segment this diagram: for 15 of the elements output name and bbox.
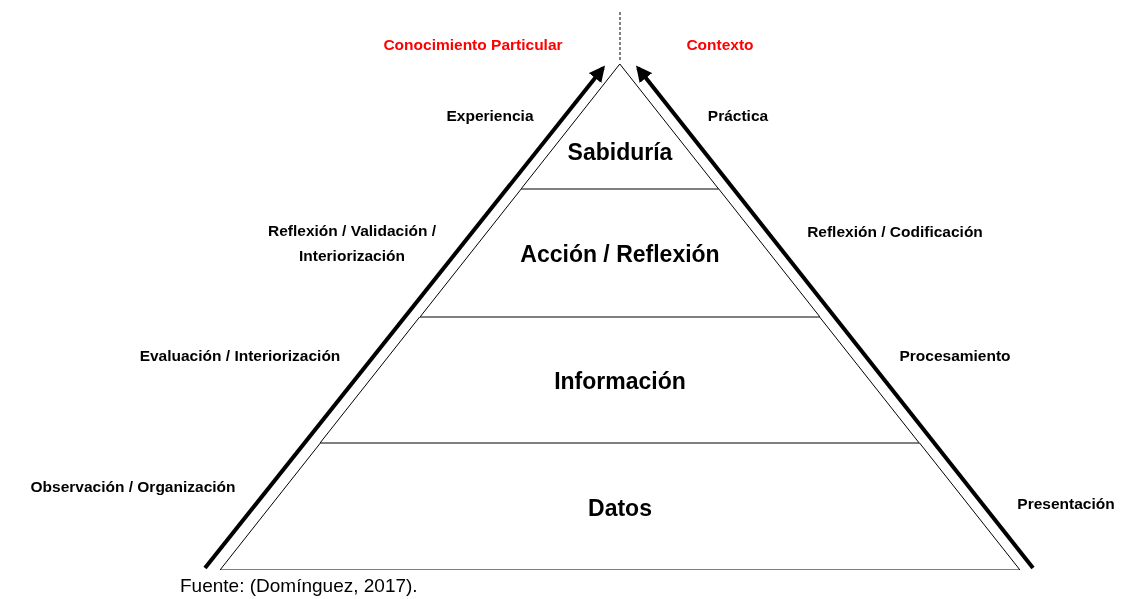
process-label: Observación / Organización (30, 476, 236, 497)
process-label: Procesamiento (899, 345, 1011, 366)
process-label: Reflexión / Codificación (807, 221, 983, 242)
process-label: Evaluación / Interiorización (139, 345, 341, 366)
layer-label: Información (554, 367, 686, 396)
process-label: Reflexión / Validación / Interiorización (267, 221, 437, 266)
layer-label: Datos (588, 493, 652, 523)
process-label: Presentación (1017, 493, 1115, 514)
source-caption: Fuente: (Domínguez, 2017). (180, 574, 418, 598)
heading-label: Conocimiento Particular (383, 34, 563, 55)
process-label: Experiencia (446, 105, 534, 126)
heading-label: Contexto (686, 34, 754, 55)
process-label: Práctica (707, 105, 769, 126)
layer-label: Acción / Reflexión (520, 240, 720, 269)
layer-label: Sabiduría (567, 138, 673, 167)
